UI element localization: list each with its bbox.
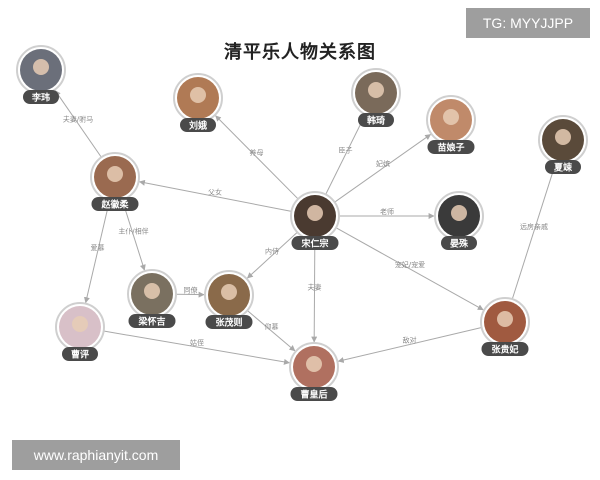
- tg-watermark: TG: MYYJJPP: [466, 8, 590, 38]
- name-label: 韩琦: [367, 115, 385, 127]
- edge-label-lianghuaiji-zhangmaoze: 同僚: [184, 286, 198, 295]
- diagram-title: 清平乐人物关系图: [224, 42, 376, 63]
- edge-label-songrenzong-zhangguifei: 宠妃/宠爱: [395, 260, 425, 269]
- name-label-bg: [358, 113, 394, 127]
- name-label: 曹皇后: [300, 389, 327, 401]
- edge-label-songrenzong-zhaohuirou: 父女: [208, 188, 222, 197]
- edge-songrenzong-zhangguifei: [335, 227, 484, 311]
- node-liue: 刘娥: [173, 73, 223, 132]
- edge-label-zhangguifei-caohuanghou: 敌对: [403, 336, 417, 345]
- node-hanqi: 韩琦: [351, 68, 401, 127]
- avatar-face-icon: [555, 129, 571, 145]
- name-label-bg: [205, 315, 253, 329]
- avatar-face-icon: [497, 311, 513, 327]
- name-label-bg: [180, 118, 216, 132]
- avatar-face-icon: [306, 356, 322, 372]
- name-label-bg: [62, 347, 98, 361]
- name-label-bg: [91, 197, 139, 211]
- edge-zhaohuirou-lianghuaiji: [121, 199, 146, 271]
- node-lishi: 李玮: [16, 45, 66, 104]
- edge-zhangmaoze-caohuanghou: [246, 310, 296, 352]
- node-songrenzong: 宋仁宗: [290, 191, 340, 250]
- node-yanshu: 晏殊: [434, 191, 484, 250]
- avatar-face-icon: [144, 283, 160, 299]
- avatar-face-icon: [33, 59, 49, 75]
- edge-zhaohuirou-lishi: [54, 90, 102, 158]
- edge-songrenzong-miaoniangzi: [334, 134, 432, 203]
- edge-caoping-caohuanghou: [103, 330, 290, 365]
- edge-songrenzong-hanqi: [325, 114, 366, 195]
- name-label-bg: [290, 387, 338, 401]
- edge-songrenzong-caohuanghou: [311, 239, 318, 343]
- name-label: 张茂则: [215, 317, 242, 329]
- node-xiasong: 夏竦: [538, 115, 588, 174]
- name-label: 李玮: [31, 92, 50, 104]
- node-miaoniangzi: 苗娘子: [426, 95, 476, 154]
- node-zhangmaoze: 张茂则: [204, 270, 254, 329]
- edge-songrenzong-zhaohuirou: [138, 179, 292, 212]
- name-label: 曹评: [71, 349, 89, 361]
- name-label: 赵徽柔: [100, 199, 129, 211]
- edge-label-songrenzong-liue: 养母: [250, 148, 264, 157]
- edge-label-songrenzong-yanshu: 老师: [380, 207, 394, 216]
- edge-songrenzong-liue: [215, 115, 299, 200]
- name-label-bg: [291, 236, 339, 250]
- edge-label-zhaohuirou-lishi: 夫妻/驸马: [63, 115, 93, 124]
- edge-zhangguifei-caohuanghou: [337, 327, 482, 363]
- name-label: 晏殊: [450, 238, 469, 250]
- node-zhangguifei: 张贵妃: [480, 297, 530, 356]
- edge-label-songrenzong-hanqi: 臣子: [339, 147, 353, 155]
- avatar-face-icon: [190, 87, 206, 103]
- node-zhaohuirou: 赵徽柔: [90, 152, 140, 211]
- avatar-face-icon: [368, 82, 384, 98]
- node-lianghuaiji: 梁怀吉: [127, 269, 177, 328]
- name-label: 刘娥: [189, 120, 207, 132]
- edge-label-songrenzong-miaoniangzi: 妃嫔: [376, 159, 390, 168]
- node-caoping: 曹评: [55, 302, 105, 361]
- avatar-face-icon: [443, 109, 459, 125]
- name-label: 夏竦: [553, 162, 573, 174]
- name-label: 苗娘子: [437, 142, 464, 154]
- name-label-bg: [128, 314, 176, 328]
- name-label-bg: [545, 160, 581, 174]
- edge-songrenzong-zhangmaoze: [246, 231, 298, 279]
- edges-layer: [54, 90, 557, 365]
- url-watermark: www.raphianyit.com: [12, 440, 180, 470]
- name-label-bg: [23, 90, 59, 104]
- avatar-face-icon: [221, 284, 237, 300]
- name-label: 张贵妃: [491, 344, 518, 356]
- edge-zhangguifei-xiasong: [511, 163, 557, 300]
- name-label: 梁怀吉: [137, 316, 165, 328]
- avatar-face-icon: [72, 316, 88, 332]
- node-caohuanghou: 曹皇后: [289, 342, 339, 401]
- edge-label-zhaohuirou-lianghuaiji: 主仆/相伴: [118, 227, 148, 236]
- name-label-bg: [441, 236, 477, 250]
- avatar-face-icon: [107, 166, 123, 182]
- avatar-face-icon: [307, 205, 323, 221]
- name-label-bg: [427, 140, 475, 154]
- edge-zhaohuirou-caoping: [83, 200, 111, 304]
- name-label-bg: [481, 342, 529, 356]
- avatar-face-icon: [451, 205, 467, 221]
- name-label: 宋仁宗: [300, 238, 328, 250]
- edge-label-zhangguifei-xiasong: 远房亲戚: [520, 222, 548, 231]
- edge-label-caoping-caohuanghou: 姑侄: [190, 338, 204, 347]
- edge-label-songrenzong-zhangmaoze: 内侍: [265, 247, 279, 256]
- edge-label-zhangmaoze-caohuanghou: 仰慕: [265, 322, 279, 331]
- edge-label-songrenzong-caohuanghou: 夫妻: [308, 283, 322, 292]
- edge-label-zhaohuirou-caoping: 爱慕: [91, 243, 105, 252]
